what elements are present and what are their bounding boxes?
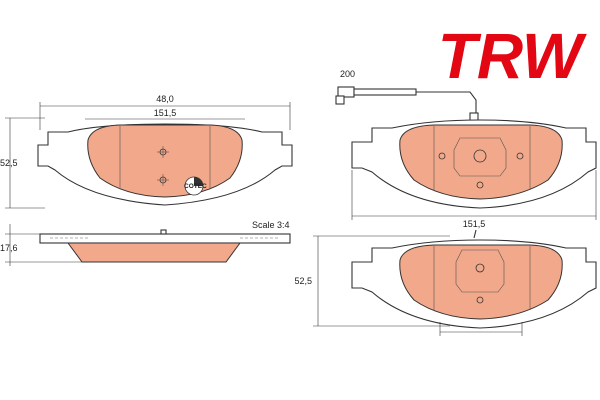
- right-pad-hole-right: [516, 152, 524, 160]
- bottom-sensor-mount: [455, 249, 505, 293]
- dim-right-height-label: 52,5: [294, 276, 312, 286]
- cotec-badge-text: COTEC: [184, 183, 207, 190]
- side-friction-pad: [67, 242, 241, 263]
- right-top-view: 200 151,5: [335, 69, 597, 229]
- bottom-mount-hole: [475, 263, 485, 273]
- trw-logo: TRW: [438, 20, 587, 92]
- bottom-friction-pad: [399, 244, 563, 320]
- left-side-view: Scale 3:4 17,6: [0, 220, 291, 266]
- right-pad-hole-lower: [476, 181, 484, 189]
- right-bottom-view: 52,5: [294, 229, 597, 336]
- sensor-boot: [353, 88, 417, 96]
- sensor-wire: [416, 91, 477, 118]
- sensor-mount-hole: [473, 149, 487, 163]
- dim-wire-length-label: 200: [340, 69, 355, 79]
- cotec-badge: COTEC: [184, 176, 207, 196]
- side-backing-plate: [39, 233, 291, 244]
- sensor-mount: [453, 137, 507, 177]
- dim-thickness-label: 17,6: [0, 243, 18, 253]
- dim-overall-width-label: 48,0: [156, 94, 174, 104]
- side-clip: [160, 229, 167, 235]
- cotec-badge-quarter: [194, 177, 203, 186]
- bottom-pad-hole-lower: [476, 296, 484, 304]
- friction-pad: [87, 124, 243, 198]
- dim-right-width-label: 151,5: [463, 219, 486, 229]
- bottom-clip-marker: [473, 229, 477, 239]
- dim-pad-width-label: 151,5: [154, 108, 177, 118]
- trw-logo-text: TRW: [438, 20, 587, 92]
- left-top-view: 48,0 151,5 52,5 COTEC: [0, 94, 293, 209]
- right-pad-hole-left: [438, 152, 446, 160]
- dim-height-label: 52,5: [0, 158, 18, 168]
- scale-label: Scale 3:4: [252, 220, 290, 230]
- sensor-connector-tab: [335, 95, 345, 105]
